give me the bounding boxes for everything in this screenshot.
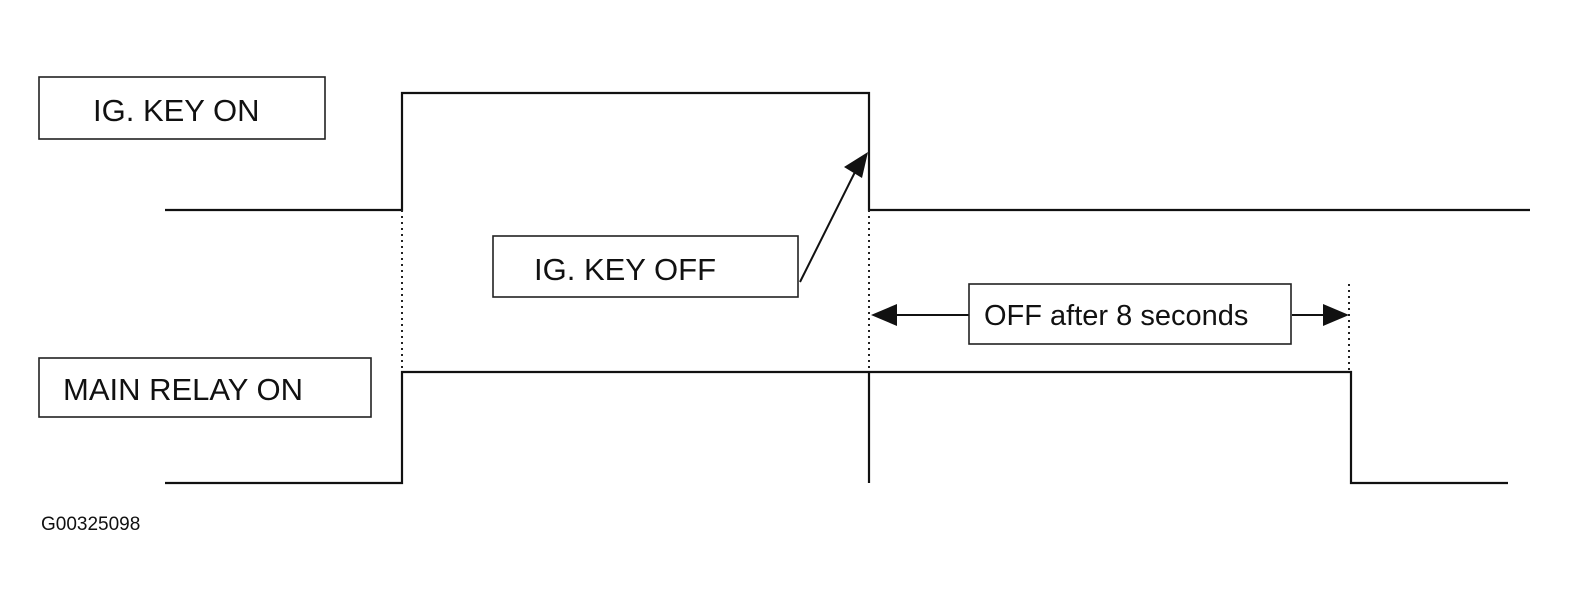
ig-key-on-box [38,76,326,140]
delay-box [968,283,1292,345]
main-relay-on-label: MAIN RELAY ON [63,372,303,407]
main-relay-on-box [38,357,372,418]
ig-key-off-box [492,235,799,298]
key-off-pointer-arrowhead [844,152,868,178]
delay-right-arrowhead [1323,304,1349,326]
figure-id: G00325098 [41,514,140,535]
ig-key-signal-waveform [165,91,1530,212]
ig-key-on-label: IG. KEY ON [93,93,260,128]
key-off-pointer-line [799,171,856,283]
delay-label: OFF after 8 seconds [984,300,1248,332]
delay-left-arrowhead [871,304,897,326]
ig-key-off-label: IG. KEY OFF [534,252,716,287]
main-relay-signal-waveform [165,370,1508,485]
